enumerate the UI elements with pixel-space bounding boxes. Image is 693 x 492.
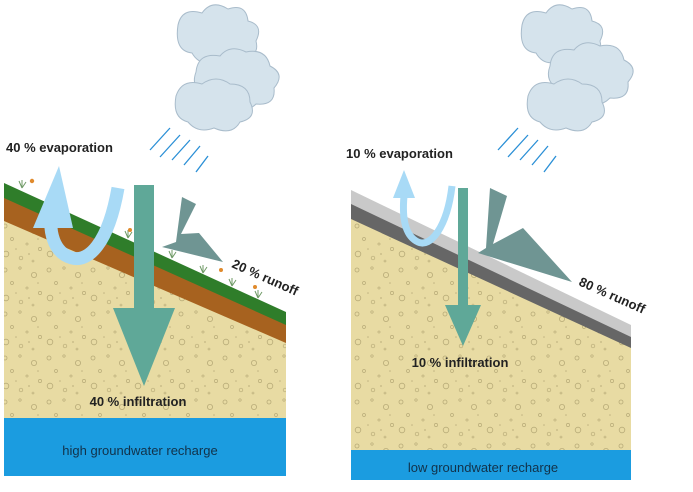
right-panel: low groundwater recharge 10 % eva xyxy=(346,4,648,480)
cloud-icon xyxy=(520,4,634,132)
rain-icon xyxy=(149,127,209,173)
left-groundwater-layer xyxy=(4,418,286,476)
left-panel: high groundwater recharge xyxy=(4,4,301,476)
right-soil-layer xyxy=(351,210,631,450)
cloud-icon xyxy=(174,4,280,132)
plant-icon xyxy=(18,180,263,299)
right-infiltration-label: 10 % infiltration xyxy=(412,355,509,370)
right-infiltration-arrow xyxy=(445,188,481,346)
right-groundwater-layer xyxy=(351,450,631,480)
right-evaporation-label: 10 % evaporation xyxy=(346,146,453,161)
left-evaporation-arrowhead xyxy=(33,166,73,228)
flower-icon xyxy=(29,178,257,289)
right-runoff-arrow xyxy=(478,188,572,282)
left-groundwater-label: high groundwater recharge xyxy=(62,443,217,458)
left-evaporation-arrow xyxy=(44,186,125,266)
right-evaporation-arrow xyxy=(399,185,456,247)
right-evaporation-arrowhead xyxy=(393,170,415,198)
left-infiltration-label: 40 % infiltration xyxy=(90,394,187,409)
left-infiltration-arrow xyxy=(113,185,175,386)
left-runoff-arrow xyxy=(162,197,223,262)
rain-icon xyxy=(497,127,557,173)
left-evaporation-label: 40 % evaporation xyxy=(6,140,113,155)
right-groundwater-label: low groundwater recharge xyxy=(408,460,558,475)
right-asphalt-top-layer xyxy=(351,190,631,337)
